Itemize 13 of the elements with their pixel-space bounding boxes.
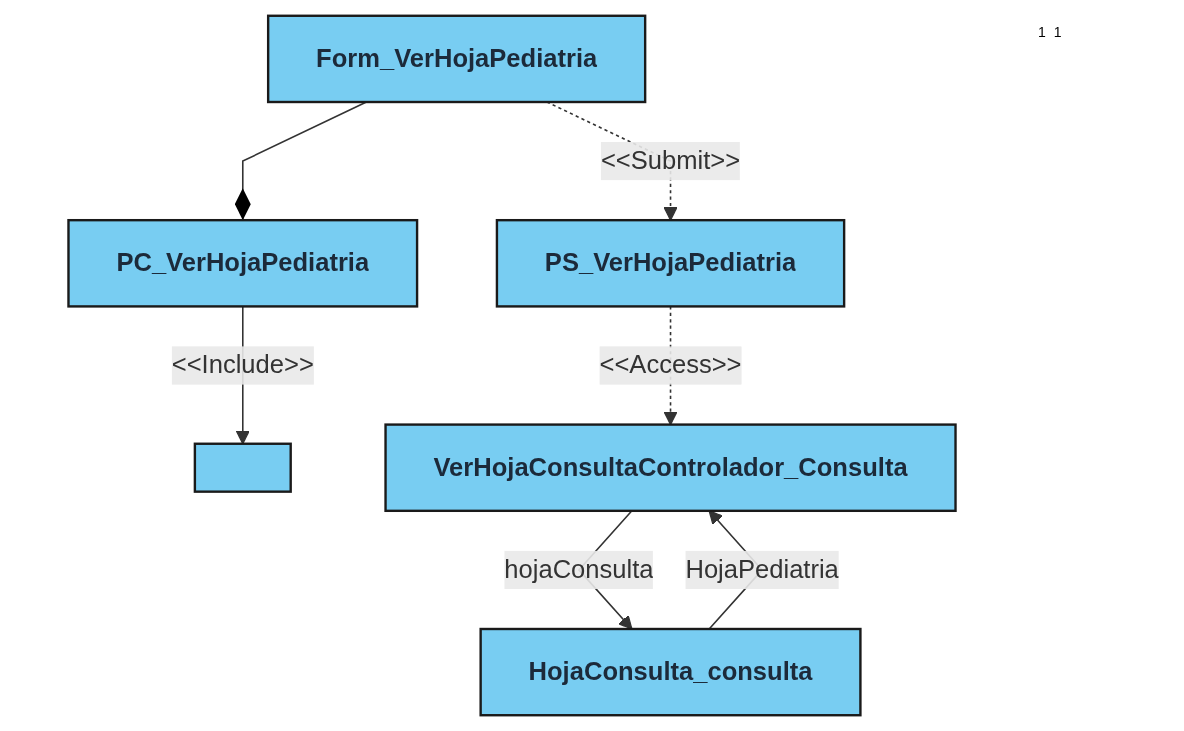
node-box: PS_VerHojaPediatria [495, 219, 846, 308]
node-box: Form_VerHojaPediatria [266, 14, 647, 104]
node-box [193, 442, 292, 493]
node-box: VerHojaConsultaControlador_Consulta [384, 423, 957, 512]
node-box: HojaConsulta_consulta [479, 627, 862, 717]
edge-label: hojaConsulta [504, 555, 654, 583]
multiplicity-label: 1 [1053, 24, 1062, 40]
edge-label: <<Include>> [171, 351, 314, 379]
edge-label: <<Submit>> [600, 146, 741, 174]
edge-label: HojaPediatria [685, 555, 839, 583]
multiplicity-label: 1 [1038, 24, 1046, 40]
node-box: PC_VerHojaPediatria [67, 219, 419, 308]
edge-label: <<Access>> [599, 351, 742, 379]
